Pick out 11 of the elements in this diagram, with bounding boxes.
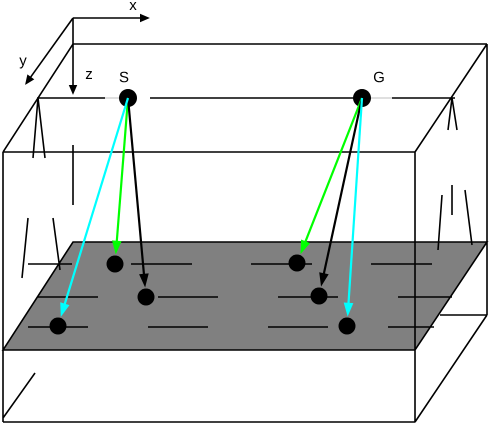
axis-label: x [129, 2, 137, 10]
axis-label: z [86, 71, 92, 79]
target-dot [138, 288, 154, 306]
target-dot [338, 318, 356, 334]
dot-label: G [374, 72, 384, 82]
dot-label: S [120, 72, 128, 82]
target-dot [106, 256, 124, 272]
target-dot [50, 318, 66, 334]
target-dot [288, 254, 306, 272]
target-dot [310, 288, 328, 304]
axis-label: y [19, 58, 27, 68]
